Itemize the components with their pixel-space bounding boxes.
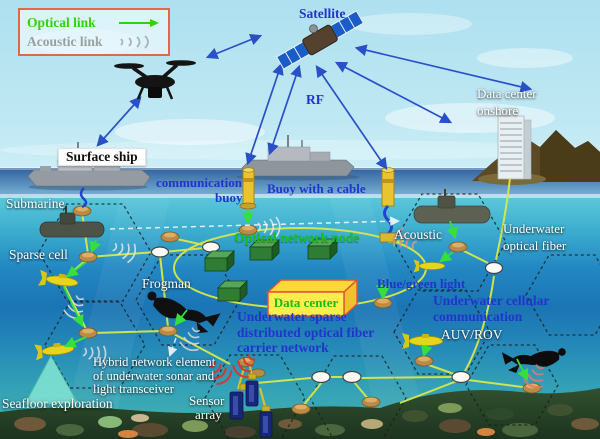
sensor-array-label-line1: Sensor	[189, 393, 225, 408]
buoy-cable	[383, 204, 393, 236]
sensor-node	[373, 297, 393, 309]
sensor-cylinder	[259, 411, 273, 438]
sensor-node	[160, 231, 180, 243]
buoy-with-cable-label: Buoy with a cable	[267, 181, 366, 196]
sensor-node	[238, 224, 258, 236]
communication-buoy-icon	[239, 167, 257, 210]
cable-buoy-icon	[379, 167, 397, 243]
legend-optical-row: Optical link	[27, 13, 161, 32]
hexagon-cell	[204, 354, 306, 439]
auv-icon	[34, 342, 75, 361]
hexagon-cells	[38, 193, 600, 439]
sensor-array-icon	[229, 365, 273, 438]
hexagon-cell	[38, 203, 152, 302]
data-center-label: Data center	[273, 295, 339, 310]
submarine-left-icon	[39, 206, 105, 238]
auv-icon	[402, 333, 444, 349]
hexagon-cell	[135, 254, 241, 346]
sparse-cell-label: Sparse cell	[9, 247, 68, 262]
submarine-right-icon	[413, 189, 491, 224]
carrier-network-label: Underwater sparse distributed optical fi…	[237, 309, 375, 355]
auv-icon	[38, 269, 79, 287]
hexagon-cell	[393, 289, 491, 375]
optical-node-box	[217, 280, 248, 302]
ring-node	[201, 241, 221, 253]
frogman-label: Frogman	[142, 276, 191, 291]
optical-arrows	[63, 209, 529, 382]
ring-node	[451, 370, 471, 384]
sensor-node	[414, 355, 434, 367]
optical-node-box	[249, 239, 280, 261]
data-center-onshore-label: Data center onshore	[477, 86, 537, 118]
rf-links	[96, 34, 533, 170]
waterline	[0, 194, 600, 198]
sensor-node	[448, 241, 468, 253]
communication-buoy-label-line2: buoy	[215, 190, 243, 205]
surface-ship-label: Surface ship	[58, 148, 146, 166]
sensor-node	[78, 251, 98, 263]
auv-rov-label: AUV/ROV	[441, 327, 503, 342]
underwater-optical-fiber-label: Underwater optical fiber	[503, 221, 567, 253]
optical-node-box	[204, 250, 235, 272]
sensor-node	[72, 205, 92, 217]
hexagon-cell	[44, 301, 146, 389]
underwater-cellular-label: Underwater cellular communication	[433, 293, 550, 324]
legend: Optical link Acoustic link	[18, 8, 170, 56]
ship-cable	[79, 187, 88, 209]
acoustic-link-icon	[120, 34, 149, 49]
satellite-label: Satellite	[299, 6, 346, 21]
ring-node	[484, 261, 504, 275]
optical-network-node-label: Optical network node	[234, 230, 360, 245]
hexagon-cell	[465, 344, 559, 426]
satellite-icon	[275, 10, 365, 70]
hexagon-cell	[393, 193, 507, 292]
legend-acoustic-label: Acoustic link	[27, 33, 103, 49]
sensor-node	[361, 396, 381, 408]
data-center-box	[266, 278, 359, 318]
light-rays	[60, 198, 430, 439]
optical-link-icon	[119, 18, 159, 27]
rf-label: RF	[306, 92, 324, 107]
seafloor-rocks	[14, 403, 599, 438]
dashed-links	[109, 216, 400, 357]
legend-optical-label: Optical link	[27, 14, 96, 30]
drone-icon	[114, 60, 196, 100]
ring-node	[150, 246, 170, 258]
acoustic-label: Acoustic	[394, 227, 442, 242]
sensor-node	[78, 327, 98, 339]
legend-acoustic-row: Acoustic link	[27, 32, 161, 51]
communication-buoy-label-line1: communication	[156, 175, 242, 190]
seafloor-exploration-triangle	[24, 354, 79, 405]
auv-icons	[34, 259, 446, 361]
sensor-array-label-line2: array	[195, 407, 222, 422]
sensor-cylinder	[245, 380, 259, 407]
sensor-node	[158, 325, 178, 337]
sensor-cylinder	[229, 391, 244, 420]
hexagon-cell	[525, 254, 600, 336]
sensor-node	[291, 403, 311, 415]
blue-green-light-label: Blue/green light	[377, 276, 466, 291]
hexagon-cell	[309, 355, 407, 439]
data-center-building-icon	[497, 108, 532, 180]
optical-node-boxes	[204, 238, 338, 302]
submarine-label: Submarine	[6, 196, 65, 211]
hybrid-element-label: Hybrid network element of underwater son…	[93, 355, 216, 396]
optical-node-box	[307, 238, 338, 260]
ring-node	[342, 370, 362, 384]
ring-nodes	[150, 241, 504, 384]
ring-node	[311, 370, 331, 384]
seafloor-exploration-label: Seafloor exploration	[2, 396, 113, 411]
auv-icon	[413, 259, 446, 273]
